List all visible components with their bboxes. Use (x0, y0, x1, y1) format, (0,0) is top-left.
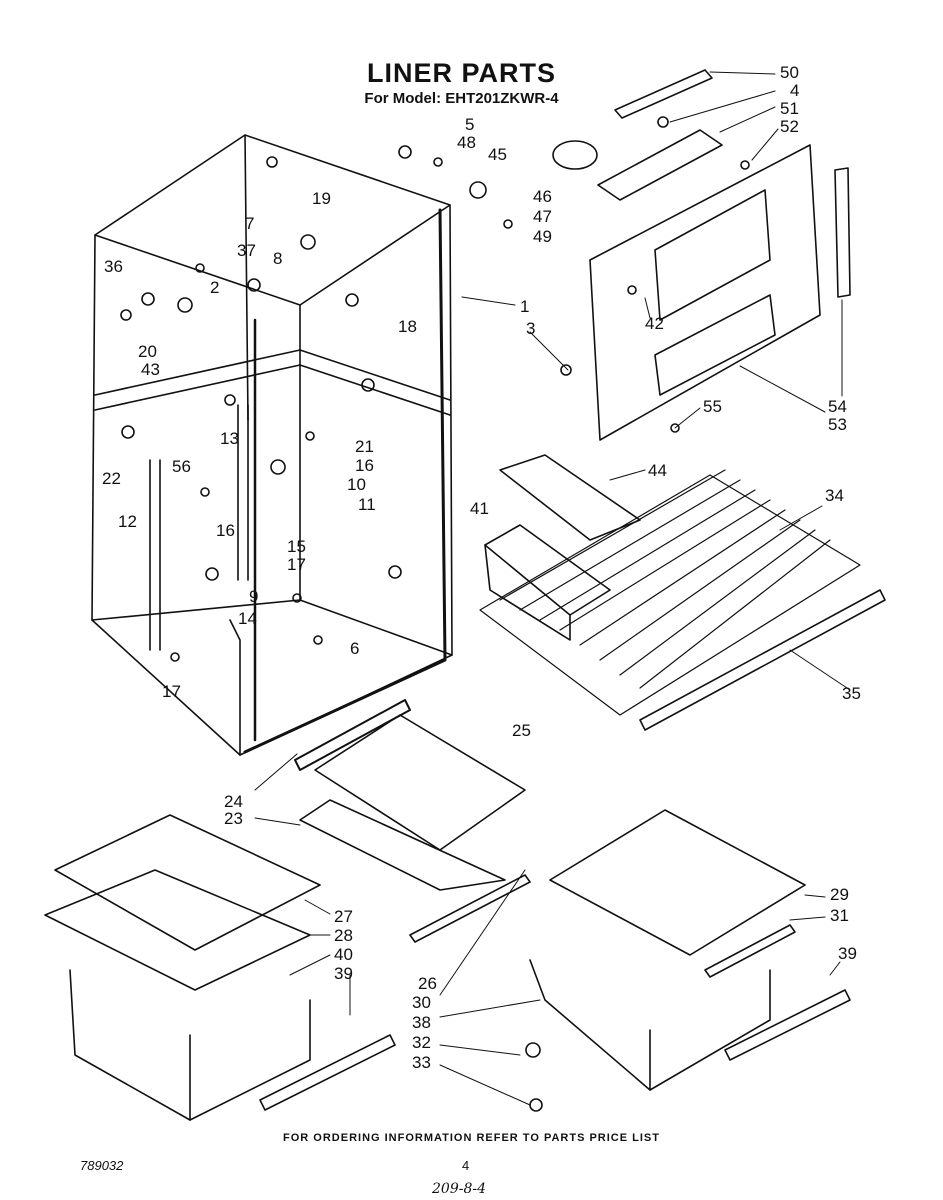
callout-label: 52 (780, 117, 799, 136)
callout-label: 42 (645, 314, 664, 333)
wire-shelf (479, 469, 886, 731)
callout-label: 51 (780, 99, 799, 118)
callout-label: 53 (828, 415, 847, 434)
callout-label: 17 (162, 682, 181, 701)
callout-label: 9 (249, 587, 259, 606)
callout-label: 46 (533, 187, 552, 206)
callout-label: 36 (104, 257, 123, 276)
glass-shelf (294, 699, 526, 891)
ice-tray-and-bin (484, 454, 641, 641)
diagram-title: LINER PARTS (366, 58, 556, 88)
callout-label: 41 (470, 499, 489, 518)
callout-label: 28 (334, 926, 353, 945)
handwritten-note: 209-8-4 (432, 1181, 486, 1197)
callout-label: 7 (245, 214, 255, 233)
callout-label: 11 (358, 495, 376, 514)
callout-label: 3 (526, 319, 536, 338)
callout-label: 39 (838, 944, 857, 963)
callout-label: 14 (238, 609, 257, 628)
callout-label: 30 (412, 993, 431, 1012)
callout-label: 43 (141, 360, 160, 379)
leader-lines (254, 71, 851, 1106)
callout-label: 19 (312, 189, 331, 208)
callout-label: 38 (412, 1013, 431, 1032)
callout-label: 31 (830, 906, 849, 925)
callout-label: 39 (334, 964, 353, 983)
liner-cabinet (91, 134, 453, 756)
callout-label: 17 (287, 555, 306, 574)
callout-label: 6 (350, 639, 360, 658)
callout-label: 5 (465, 115, 475, 134)
page-number: 4 (462, 1158, 470, 1173)
callout-label: 20 (138, 342, 157, 361)
evaporator-assembly (552, 69, 851, 441)
callout-label: 56 (172, 457, 191, 476)
callout-label: 45 (488, 145, 507, 164)
small-parts (120, 116, 750, 1112)
callout-label: 4 (790, 81, 800, 100)
callout-label: 1 (520, 297, 530, 316)
callout-label: 16 (355, 456, 374, 475)
callout-label: 40 (334, 945, 353, 964)
callout-label: 10 (347, 475, 366, 494)
callout-label: 15 (287, 537, 306, 556)
ordering-footer: FOR ORDERING INFORMATION REFER TO PARTS … (283, 1132, 660, 1144)
callout-label: 2 (210, 278, 220, 297)
callout-label: 44 (648, 461, 667, 480)
callout-label: 26 (418, 974, 437, 993)
callout-label: 47 (533, 207, 552, 226)
document-number: 789032 (80, 1158, 124, 1173)
callout-label: 32 (412, 1033, 431, 1052)
callout-label: 23 (224, 809, 243, 828)
callout-label: 22 (102, 469, 121, 488)
callout-label: 49 (533, 227, 552, 246)
callout-label: 37 (237, 241, 256, 260)
callout-label: 29 (830, 885, 849, 904)
right-crisper (409, 809, 851, 1091)
callout-label: 21 (355, 437, 374, 456)
callout-label: 13 (220, 429, 239, 448)
callout-label: 55 (703, 397, 722, 416)
callout-label: 16 (216, 521, 235, 540)
callout-label: 27 (334, 907, 353, 926)
callout-label: 54 (828, 397, 847, 416)
callout-label: 35 (842, 684, 861, 703)
callout-label: 25 (512, 721, 531, 740)
callout-label: 34 (825, 486, 844, 505)
callout-label: 8 (273, 249, 283, 268)
callout-label: 48 (457, 133, 476, 152)
callout-label: 50 (780, 63, 799, 82)
model-subtitle: For Model: EHT201ZKWR-4 (364, 90, 559, 107)
callout-label: 33 (412, 1053, 431, 1072)
callout-label: 12 (118, 512, 137, 531)
callout-label: 18 (398, 317, 417, 336)
callout-label: 24 (224, 792, 243, 811)
